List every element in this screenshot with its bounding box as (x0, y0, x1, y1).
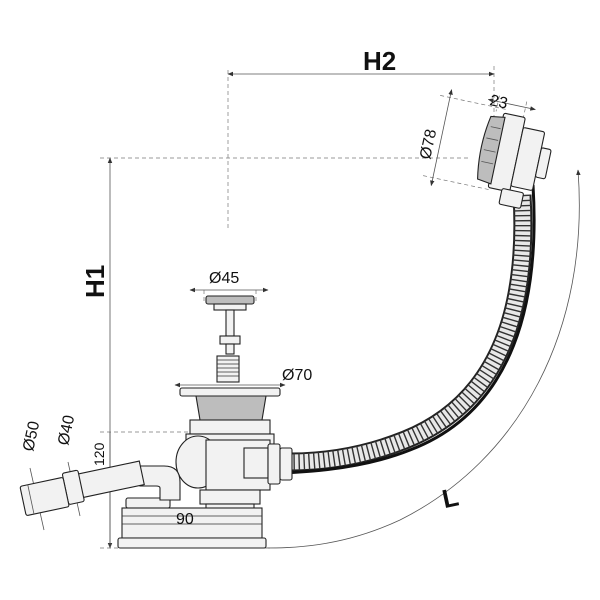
plug-cap (205, 295, 255, 305)
trap-siphon (117, 465, 267, 549)
v120-label: 120 (91, 442, 107, 466)
v90-label: 90 (176, 511, 194, 528)
d50-label: Ø50 (20, 420, 43, 453)
overflow-cover-cap (477, 115, 506, 185)
v23-dimension-line (487, 98, 536, 111)
d45-label: Ø45 (209, 270, 239, 287)
outlet-pipe (19, 460, 145, 516)
l-label: L (439, 481, 461, 514)
pop-up-plug (205, 295, 255, 383)
d78-label: Ø78 (417, 128, 440, 161)
h1-label: H1 (80, 265, 110, 298)
labels: H2 H1 L Ø45 Ø70 Ø78 23 120 90 Ø50 Ø40 (20, 46, 509, 528)
d70-label: Ø70 (282, 367, 312, 384)
flexible-hose (231, 184, 536, 476)
d40-label: Ø40 (55, 414, 78, 447)
bowden-cable (231, 184, 536, 476)
h2-label: H2 (363, 46, 396, 76)
drain-flange (179, 387, 281, 397)
d78-dimension-line (430, 89, 453, 187)
drain-body (175, 387, 293, 515)
v23-label: 23 (488, 92, 509, 112)
l-dimension-arc (261, 169, 581, 549)
plug-spring (216, 355, 240, 383)
overflow-head (477, 112, 552, 209)
